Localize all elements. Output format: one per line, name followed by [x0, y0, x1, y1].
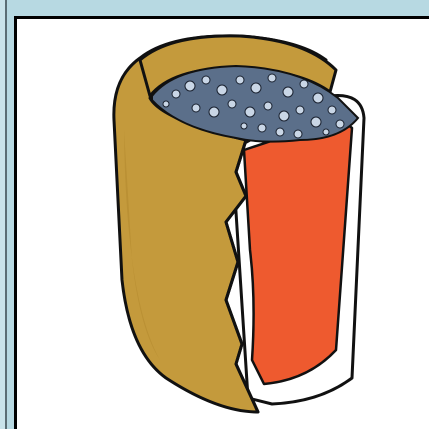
- inner-layer-shape: [244, 118, 352, 384]
